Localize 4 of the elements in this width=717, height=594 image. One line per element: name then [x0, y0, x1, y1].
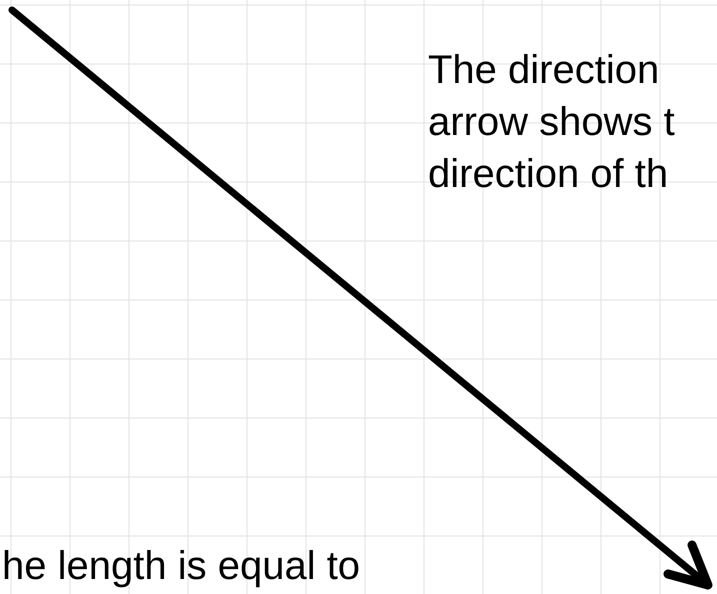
note-text: arrow shows t — [428, 102, 675, 142]
note-text: The direction — [428, 50, 660, 90]
note-text: he length is equal to — [2, 546, 360, 586]
note-text: direction of th — [428, 154, 668, 194]
